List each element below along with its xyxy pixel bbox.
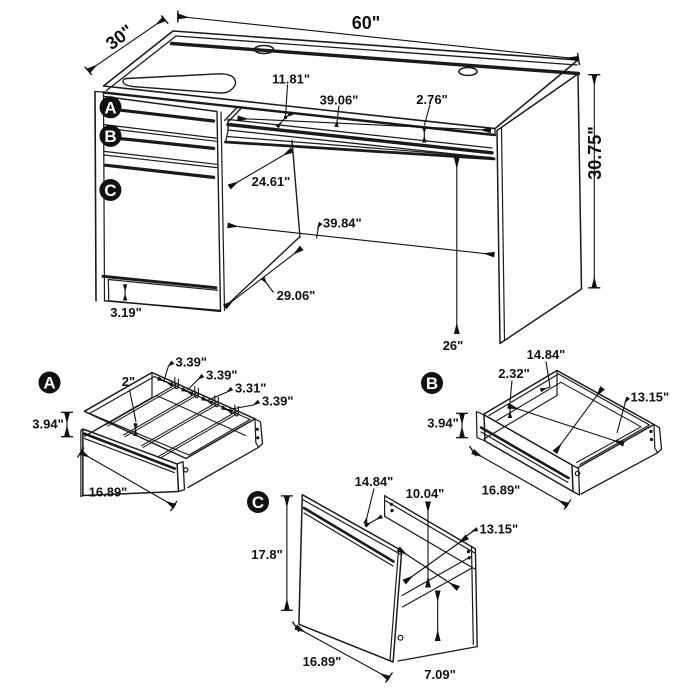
svg-text:26": 26": [443, 338, 464, 353]
svg-text:10.04": 10.04": [406, 486, 445, 501]
svg-text:2": 2": [122, 374, 135, 389]
svg-text:39.06": 39.06": [320, 93, 359, 108]
svg-text:2.32": 2.32": [498, 366, 529, 381]
svg-text:14.84": 14.84": [527, 347, 566, 362]
svg-text:3.39": 3.39": [206, 368, 237, 383]
svg-text:16.89": 16.89": [89, 485, 128, 500]
svg-text:39.84": 39.84": [323, 216, 362, 231]
svg-text:29.06": 29.06": [277, 288, 316, 303]
svg-text:14.84": 14.84": [355, 474, 394, 489]
svg-text:13.15": 13.15": [631, 390, 670, 405]
svg-text:13.15": 13.15": [480, 522, 519, 537]
svg-text:A: A: [43, 374, 55, 393]
svg-text:B: B: [426, 374, 438, 393]
svg-text:60": 60": [352, 13, 381, 33]
svg-text:A: A: [104, 98, 116, 117]
svg-text:30.75": 30.75": [585, 126, 605, 180]
svg-text:16.89": 16.89": [303, 654, 342, 669]
svg-text:2.76": 2.76": [416, 92, 447, 107]
svg-text:24.61": 24.61": [252, 174, 291, 189]
svg-text:7.09": 7.09": [424, 667, 455, 682]
svg-text:16.89": 16.89": [482, 483, 521, 498]
svg-text:3.94": 3.94": [427, 416, 458, 431]
svg-text:3.94": 3.94": [32, 417, 63, 432]
svg-text:3.19": 3.19": [110, 305, 141, 320]
svg-text:17.8": 17.8": [251, 547, 282, 562]
svg-text:3.39": 3.39": [262, 394, 293, 409]
svg-text:3.39": 3.39": [176, 355, 207, 370]
svg-text:B: B: [104, 127, 116, 146]
svg-text:3.31": 3.31": [235, 381, 266, 396]
svg-text:C: C: [252, 493, 264, 512]
svg-text:11.81": 11.81": [272, 72, 310, 87]
svg-text:C: C: [104, 181, 116, 200]
